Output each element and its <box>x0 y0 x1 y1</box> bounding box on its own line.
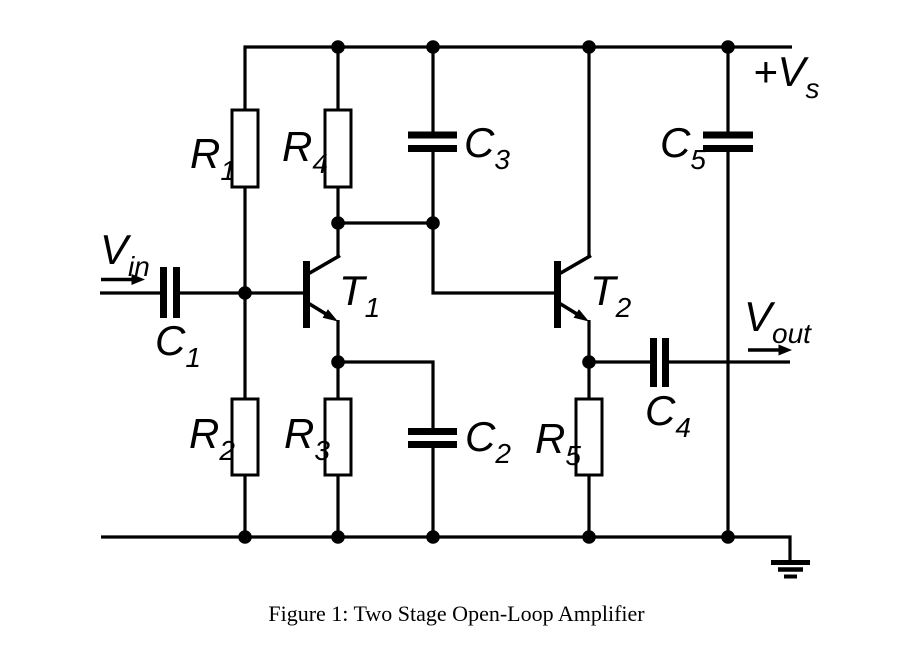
t1-emitter-link-wire <box>338 360 435 429</box>
capacitor-c2-plate <box>408 441 457 448</box>
junction-dot <box>582 355 596 369</box>
junction-dot <box>426 40 440 54</box>
label-c3-main: C <box>464 119 495 166</box>
label-c1: C1 <box>155 320 201 372</box>
label-r2-sub: 2 <box>219 435 235 466</box>
vout-arrow-icon <box>748 344 792 356</box>
capacitor-c1 <box>160 267 180 318</box>
capacitor-c5-plate <box>703 145 753 152</box>
label-r4: R4 <box>282 126 328 178</box>
label-c2-sub: 2 <box>495 438 511 469</box>
label-vin-main: V <box>100 226 129 273</box>
label-t2-main: T <box>590 267 616 314</box>
label-r3-sub: 3 <box>314 435 330 466</box>
label-t1: T1 <box>339 270 380 322</box>
label-r2: R2 <box>189 413 235 465</box>
capacitor-c3 <box>408 131 457 152</box>
label-t1-sub: 1 <box>364 292 381 323</box>
resistor-r4 <box>323 108 353 189</box>
junction-dot <box>331 530 345 544</box>
label-c5-sub: 5 <box>690 144 706 175</box>
junction-dot <box>331 216 345 230</box>
label-r1-main: R <box>190 130 221 177</box>
label-c5: C5 <box>660 122 706 174</box>
label-vin-sub: in <box>128 251 150 282</box>
label-vs-sub: s <box>805 73 820 104</box>
vin-arrow-icon <box>101 274 145 285</box>
capacitor-c1-plate <box>173 267 180 318</box>
label-c5-main: C <box>660 119 691 166</box>
label-r4-sub: 4 <box>312 148 328 179</box>
label-vout-main: V <box>744 293 773 340</box>
supply-rail-wire <box>243 45 792 110</box>
label-r2-main: R <box>189 410 220 457</box>
transistor-t1-emitter-arrow-icon <box>322 309 338 322</box>
capacitor-c5-plate <box>703 131 753 139</box>
capacitor-c5 <box>703 131 753 152</box>
label-t1-main: T <box>339 267 365 314</box>
label-vs: +Vs <box>753 51 820 103</box>
junction-dot <box>238 530 252 544</box>
transistor-t2 <box>554 253 592 362</box>
ground-rail-wire <box>101 535 792 561</box>
label-c2-main: C <box>465 413 496 460</box>
junction-dot <box>582 530 596 544</box>
label-t2: T2 <box>590 270 631 322</box>
capacitor-c3-plate <box>408 131 457 139</box>
label-r3: R3 <box>284 413 330 465</box>
resistor-r1 <box>230 108 260 189</box>
label-c4: C4 <box>645 390 691 442</box>
transistor-t2-collector-lead <box>558 253 592 276</box>
capacitor-c2 <box>408 428 457 448</box>
label-c4-sub: 4 <box>675 412 691 443</box>
label-c1-sub: 1 <box>185 342 201 373</box>
label-t2-sub: 2 <box>615 292 632 323</box>
capacitor-c4-plate <box>662 338 669 387</box>
label-c4-main: C <box>645 387 676 434</box>
label-r5: R5 <box>535 418 581 470</box>
label-c3: C3 <box>464 122 510 174</box>
label-c2: C2 <box>465 416 511 468</box>
label-c1-main: C <box>155 317 186 364</box>
transistor-t1-collector-lead <box>307 253 341 276</box>
label-r3-main: R <box>284 410 315 457</box>
junction-dot <box>721 530 735 544</box>
label-vout-sub: out <box>772 318 811 349</box>
junction-dot <box>426 216 440 230</box>
capacitor-c3-plate <box>408 145 457 152</box>
junction-dot <box>238 286 252 300</box>
label-c3-sub: 3 <box>494 144 510 175</box>
resistor-r2 <box>230 397 260 477</box>
capacitor-c4-plate <box>650 338 657 387</box>
transistor-t2-emitter-arrow-icon <box>573 309 589 322</box>
resistor-r5 <box>574 397 604 477</box>
label-r5-main: R <box>535 415 566 462</box>
transistor-t2-base-bar <box>554 261 561 328</box>
label-r4-main: R <box>282 123 313 170</box>
capacitor-c2-plate <box>408 428 457 435</box>
label-vin: Vin <box>100 229 150 281</box>
label-vout: Vout <box>744 296 811 348</box>
junction-dot <box>331 355 345 369</box>
ground-icon <box>771 560 810 579</box>
transistor-t1 <box>303 253 341 362</box>
junction-dot <box>426 530 440 544</box>
c3-base-link-wire <box>431 152 554 295</box>
capacitor-c1-plate <box>160 267 167 318</box>
label-vs-main: +V <box>753 48 806 95</box>
capacitor-c4 <box>650 338 669 387</box>
junction-dot <box>582 40 596 54</box>
label-r1: R1 <box>190 133 236 185</box>
label-r1-sub: 1 <box>220 155 236 186</box>
resistor-r3 <box>323 397 353 477</box>
transistor-t1-base-bar <box>303 261 310 328</box>
label-r5-sub: 5 <box>565 440 581 471</box>
figure-caption: Figure 1: Two Stage Open-Loop Amplifier <box>268 601 645 626</box>
junction-dot <box>721 40 735 54</box>
junction-dot <box>331 40 345 54</box>
